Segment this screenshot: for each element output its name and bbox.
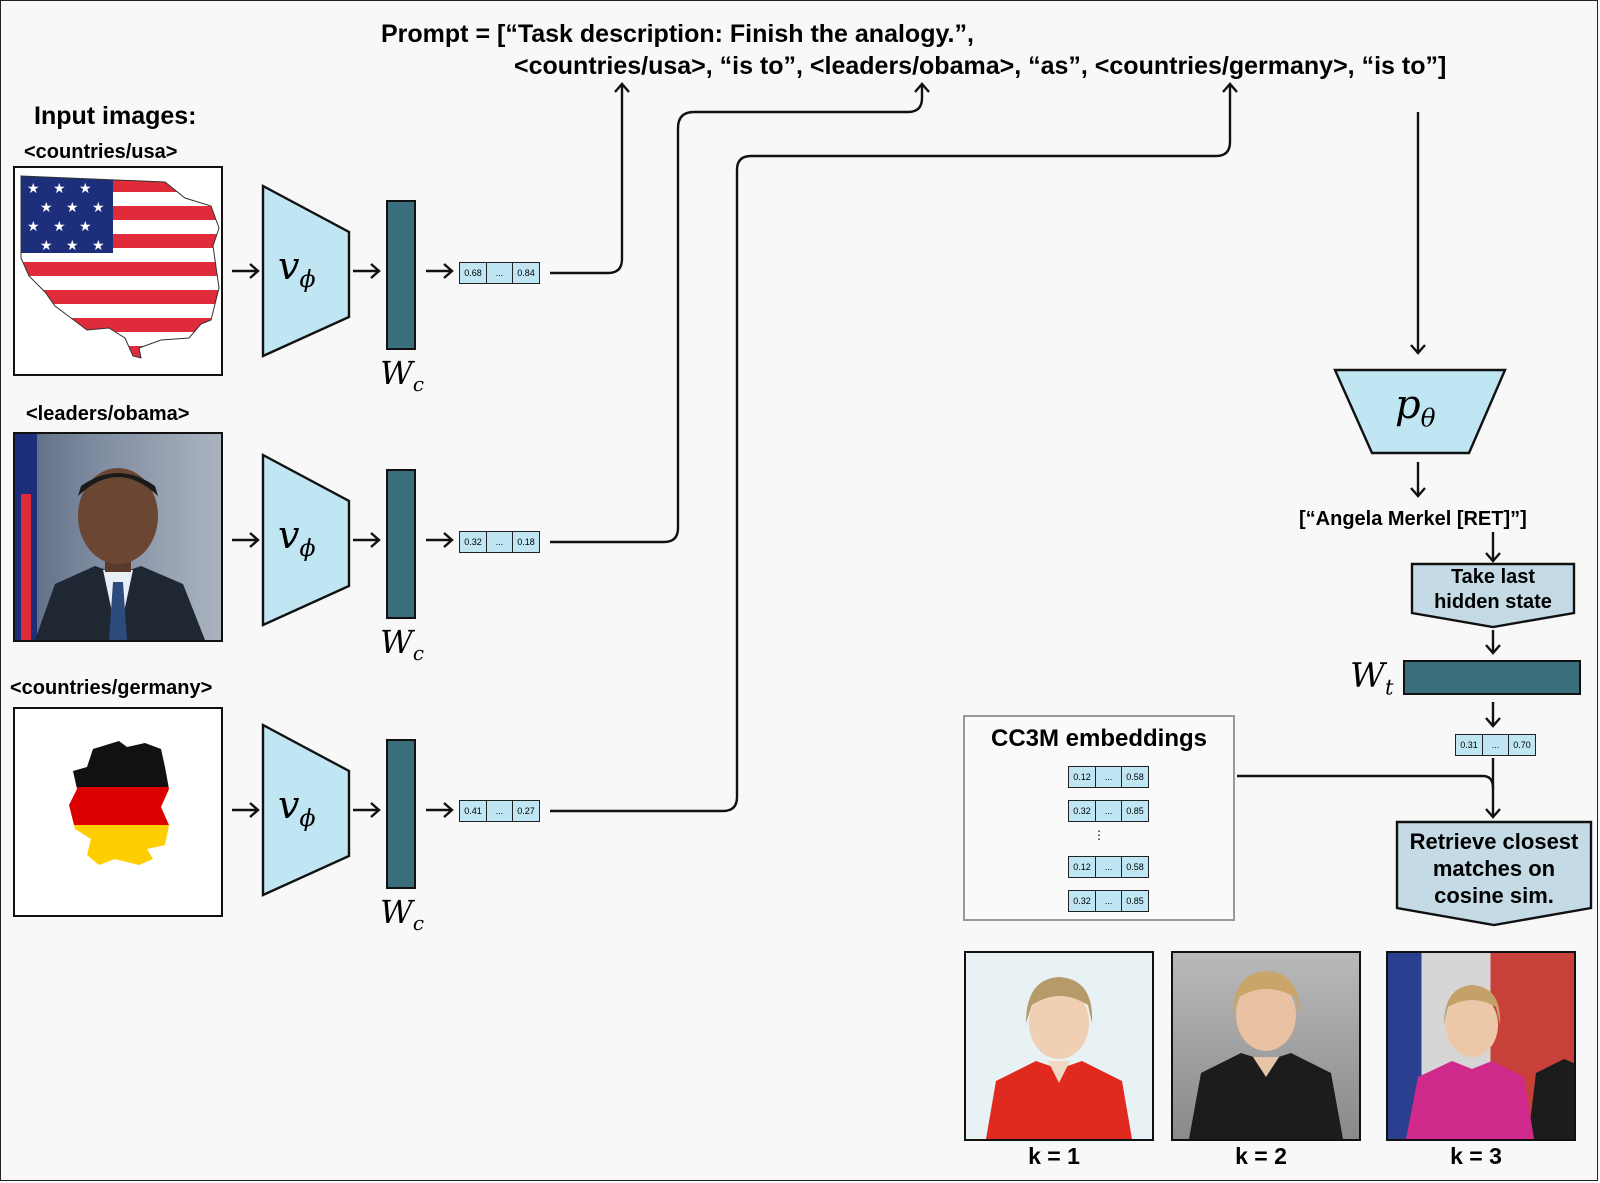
svg-text:★: ★ [27, 219, 40, 235]
result-label-k3: k = 3 [1450, 1143, 1502, 1169]
projection-wt-label: Wt [1350, 656, 1394, 700]
vector-cell: 0.32 [1073, 806, 1091, 816]
svg-text:★: ★ [27, 181, 40, 197]
vector-cell: 0.32 [464, 537, 482, 547]
vector-cell: 0.58 [1121, 767, 1148, 787]
vector-cell: 0.84 [512, 263, 539, 283]
retrieve-line-1: Retrieve closest [1409, 829, 1579, 854]
svg-text:★: ★ [66, 238, 79, 254]
visual-encoder-shape-usa [261, 183, 351, 358]
take-last-shape [1410, 562, 1576, 629]
cc3m-ellipsis: ⋮ [1093, 828, 1105, 842]
input-tag-germany: <countries/germany> [10, 677, 213, 699]
vector-cell: ... [486, 263, 512, 283]
input-tag-obama: <leaders/obama> [26, 403, 190, 425]
result-image-k2 [1171, 951, 1361, 1141]
route-germany-to-prompt [550, 82, 1238, 813]
language-model-shape [1333, 368, 1507, 455]
cc3m-row: 0.32 ... 0.85 [1068, 800, 1149, 822]
vector-cell: 0.32 [1073, 896, 1091, 906]
visual-encoder-label-usa: vϕ [278, 244, 316, 294]
projection-wc-bar-usa [386, 200, 416, 350]
cc3m-embeddings-box: CC3M embeddings 0.12 ... 0.58 0.32 ... 0… [963, 715, 1235, 921]
projection-wc-label-germany: Wc [380, 893, 424, 935]
retrieve-line-2: matches on [1432, 856, 1556, 881]
retrieve-shape [1395, 820, 1593, 927]
projection-wt-bar [1403, 660, 1581, 695]
visual-encoder-label-germany: vϕ [278, 783, 316, 833]
vector-cell: ... [1095, 801, 1121, 821]
svg-text:★: ★ [40, 200, 53, 216]
input-tag-usa: <countries/usa> [24, 141, 178, 163]
language-model-label: pθ [1395, 382, 1436, 433]
vector-cell: 0.70 [1508, 735, 1535, 755]
projection-wc-label-obama: Wc [380, 623, 424, 665]
output-embedding-vector: 0.31 ... 0.70 [1455, 734, 1536, 756]
vector-cell: ... [1095, 891, 1121, 911]
result-image-k1 [964, 951, 1154, 1141]
vector-cell: ... [1095, 767, 1121, 787]
vector-cell: 0.41 [464, 806, 482, 816]
vector-cell: 0.68 [464, 268, 482, 278]
cc3m-row: 0.32 ... 0.85 [1068, 890, 1149, 912]
svg-text:★: ★ [66, 200, 79, 216]
vector-cell: ... [486, 801, 512, 821]
visual-encoder-shape-obama [261, 452, 351, 627]
embedding-vector-usa: 0.68 ... 0.84 [459, 262, 540, 284]
vector-cell: 0.18 [512, 532, 539, 552]
svg-text:★: ★ [53, 181, 66, 197]
svg-text:★: ★ [40, 238, 53, 254]
svg-text:★: ★ [92, 238, 105, 254]
cc3m-title: CC3M embeddings [990, 725, 1208, 752]
retrieve-closest-matches: Retrieve closest matches on cosine sim. [1397, 828, 1591, 909]
vector-cell: 0.27 [512, 801, 539, 821]
vector-cell: 0.85 [1121, 801, 1148, 821]
svg-text:★: ★ [92, 200, 105, 216]
projection-wc-bar-obama [386, 469, 416, 619]
result-label-k1: k = 1 [1028, 1143, 1080, 1169]
take-last-line-1: Take last [1450, 566, 1536, 588]
take-last-line-2: hidden state [1434, 591, 1552, 613]
cc3m-row: 0.12 ... 0.58 [1068, 766, 1149, 788]
visual-encoder-label-obama: vϕ [278, 513, 316, 563]
germany-flag-map-image [13, 707, 223, 917]
model-output-text: [“Angela Merkel [RET]”] [1299, 508, 1527, 530]
projection-wc-label-usa: Wc [380, 354, 424, 396]
take-last-hidden-state: Take last hidden state [1412, 565, 1574, 615]
vector-cell: ... [1095, 857, 1121, 877]
vector-cell: ... [486, 532, 512, 552]
obama-portrait-image [13, 432, 223, 642]
result-image-k3 [1386, 951, 1576, 1141]
svg-text:★: ★ [79, 181, 92, 197]
cc3m-row: 0.12 ... 0.58 [1068, 856, 1149, 878]
svg-text:★: ★ [79, 219, 92, 235]
prompt-line-1: Prompt = [“Task description: Finish the … [381, 20, 974, 48]
svg-text:★: ★ [53, 219, 66, 235]
arrow-cc3m-to-retrieve [1237, 774, 1495, 789]
embedding-vector-germany: 0.41 ... 0.27 [459, 800, 540, 822]
input-images-heading: Input images: [34, 102, 197, 130]
embedding-vector-obama: 0.32 ... 0.18 [459, 531, 540, 553]
retrieve-line-3: cosine sim. [1434, 883, 1554, 908]
prompt-line-2: <countries/usa>, “is to”, <leaders/obama… [514, 52, 1447, 80]
route-obama-to-prompt [550, 82, 930, 544]
route-usa-to-prompt [550, 82, 630, 275]
projection-wc-bar-germany [386, 739, 416, 889]
vector-cell: 0.85 [1121, 891, 1148, 911]
vector-cell: 0.31 [1460, 740, 1478, 750]
vector-cell: 0.12 [1073, 772, 1091, 782]
vector-cell: 0.12 [1073, 862, 1091, 872]
result-label-k2: k = 2 [1235, 1143, 1287, 1169]
usa-flag-map-image: ★★★ ★★★ ★★★ ★★★ [13, 166, 223, 376]
vector-cell: 0.58 [1121, 857, 1148, 877]
vector-cell: ... [1482, 735, 1508, 755]
visual-encoder-shape-germany [261, 722, 351, 897]
